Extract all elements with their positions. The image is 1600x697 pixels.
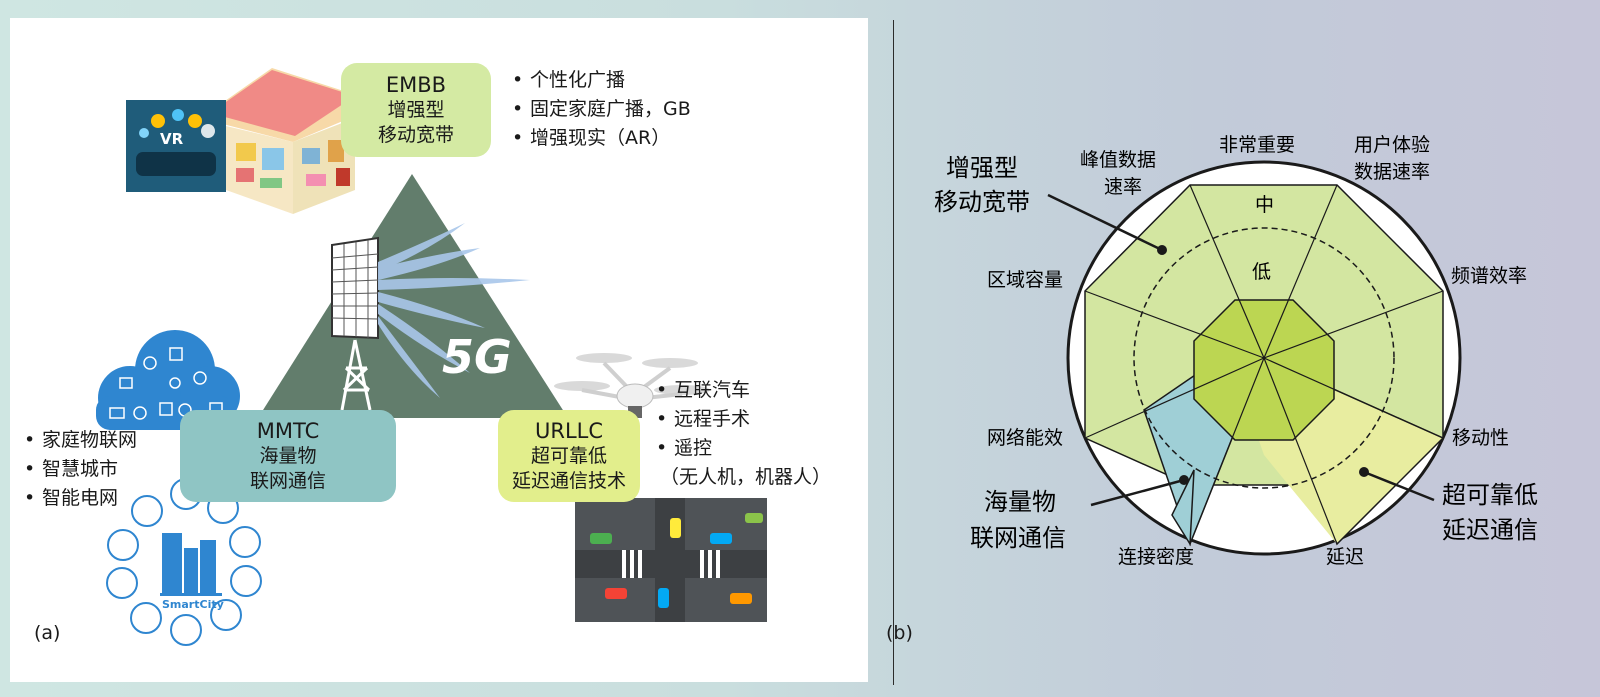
mmtc-line2: 联网通信	[249, 469, 326, 492]
embb-callout-line	[1047, 193, 1163, 252]
embb-bullet: 增强现实（AR）	[512, 124, 691, 153]
urllc-line2: 延迟通信技术	[511, 469, 626, 492]
urllc-note: （无人机，机器人）	[660, 466, 832, 488]
callout-mmtc-1: 海量物	[984, 488, 1056, 516]
panel-a-label: (a)	[34, 622, 61, 644]
radar-diagram: 中 低 非常重要 用户体验 数据速率 频谱效率 移动性 延迟 连接密度 网络能效…	[934, 134, 1538, 568]
embb-callout-dot	[1157, 245, 1167, 255]
panel-a: VR	[10, 18, 868, 682]
panel-b-label: (b)	[886, 622, 913, 644]
mmtc-bullet: 家庭物联网	[24, 426, 137, 455]
radial-axes	[1084, 184, 1444, 545]
axis-label-peak-1: 峰值数据	[1080, 149, 1156, 171]
axis-label-area: 区域容量	[987, 269, 1063, 291]
embb-line2: 移动宽带	[377, 123, 454, 146]
embb-line1: 增强型	[387, 98, 445, 121]
5g-logo-text: 5G	[442, 330, 512, 384]
axis-label-spectrum: 频谱效率	[1451, 265, 1527, 287]
embb-bullet: 个性化广播	[512, 66, 691, 95]
urllc-callout-dot	[1359, 467, 1369, 477]
smart-city-buildings-icon	[160, 533, 222, 596]
callout-urllc-1: 超可靠低	[1442, 481, 1538, 509]
callout-embb-1: 增强型	[946, 154, 1018, 182]
panel-b: 中 低 非常重要 用户体验 数据速率 频谱效率 移动性 延迟 连接密度 网络能效…	[886, 0, 1600, 697]
callout-mmtc-2: 联网通信	[970, 524, 1066, 552]
axis-label-user-rate-2: 数据速率	[1354, 161, 1430, 183]
core-region	[1193, 299, 1335, 441]
beam-icon	[378, 223, 530, 398]
axis-label-mobility: 移动性	[1452, 427, 1509, 449]
embb-bullets: 个性化广播 固定家庭广播，GB 增强现实（AR）	[512, 66, 691, 153]
mmtc-box: MMTC 海量物 联网通信	[180, 410, 396, 502]
embb-bullet: 固定家庭广播，GB	[512, 95, 691, 124]
urllc-callout-line	[1363, 470, 1435, 502]
urllc-bullets: 互联汽车 远程手术 遥控	[656, 376, 750, 463]
vr-text: VR	[160, 130, 184, 148]
mid-circle	[1133, 227, 1395, 489]
vr-headset-icon: VR	[126, 100, 226, 192]
axis-label-peak-2: 速率	[1104, 176, 1142, 198]
embb-box: EMBB 增强型 移动宽带	[341, 63, 491, 157]
axis-label-user-rate-1: 用户体验	[1354, 134, 1430, 156]
5g-triangle	[258, 174, 568, 418]
mmtc-bullet: 智慧城市	[24, 455, 137, 484]
embb-title: EMBB	[385, 72, 447, 97]
level-mid-label: 中	[1255, 194, 1274, 216]
callout-urllc-2: 延迟通信	[1442, 516, 1538, 544]
mmtc-line1: 海量物	[259, 444, 317, 467]
callout-embb-2: 移动宽带	[934, 188, 1030, 216]
urllc-line1: 超可靠低	[530, 444, 607, 467]
house-illustration	[210, 68, 355, 214]
panel-divider	[893, 20, 894, 685]
urllc-bullet: 互联汽车	[656, 376, 750, 405]
antenna-panel-icon	[331, 236, 379, 340]
axis-label-top: 非常重要	[1219, 134, 1295, 156]
level-low-label: 低	[1252, 261, 1271, 283]
urllc-title: URLLC	[534, 418, 604, 443]
axis-label-density: 连接密度	[1118, 546, 1194, 568]
antenna-tower-icon	[340, 339, 372, 411]
intersection-icon	[575, 498, 767, 622]
axis-label-energy: 网络能效	[987, 427, 1063, 449]
urllc-bullet: 远程手术	[656, 405, 750, 434]
smartcity-text: SmartCity	[162, 598, 224, 611]
mmtc-bullets: 家庭物联网 智慧城市 智能电网	[24, 426, 137, 513]
mmtc-callout-dot	[1179, 475, 1189, 485]
mmtc-title: MMTC	[256, 418, 320, 443]
axis-label-latency: 延迟	[1326, 546, 1364, 568]
mmtc-bullet: 智能电网	[24, 484, 137, 513]
urllc-bullet: 遥控	[656, 434, 750, 463]
urllc-box: URLLC 超可靠低 延迟通信技术	[498, 410, 640, 502]
mmtc-callout-line	[1090, 478, 1185, 507]
